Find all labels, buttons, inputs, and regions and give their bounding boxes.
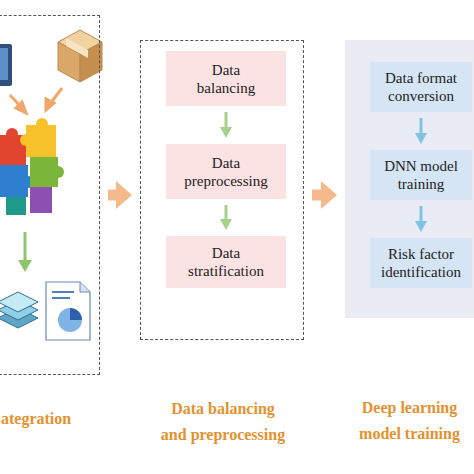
stage-caption: ategration <box>1 406 111 432</box>
process-box: Risk factor identification <box>370 238 472 288</box>
box-label: Data preprocessing <box>182 154 270 190</box>
process-box: Data format conversion <box>370 62 472 112</box>
box-label: DNN model training <box>374 157 468 193</box>
package-icon <box>58 30 102 82</box>
monitor-screen <box>0 48 8 80</box>
stage-caption: Data balancing and preprocessing <box>146 396 300 448</box>
flow-arrow <box>312 190 321 201</box>
stage-panel: Deep learning model trainingData format … <box>345 40 474 318</box>
box-label: Risk factor identification <box>374 245 468 281</box>
flow-arrow <box>108 190 116 201</box>
box-label: Data balancing <box>182 61 270 97</box>
flow-arrow <box>225 112 228 127</box>
process-box: Data stratification <box>166 236 286 288</box>
box-label: Data format conversion <box>374 69 468 105</box>
stage-caption: Deep learning model training <box>345 395 474 447</box>
report-icon <box>46 282 90 340</box>
down-arrow <box>18 232 32 272</box>
layers-icon <box>0 292 38 328</box>
process-box: Data balancing <box>166 51 286 106</box>
monitor-icon <box>0 44 12 86</box>
stage-panel: Data balancing and preprocessingData bal… <box>140 40 304 340</box>
merge-arrows <box>10 88 62 113</box>
puzzle-icon <box>0 118 64 215</box>
process-box: Data preprocessing <box>166 144 286 199</box>
process-box: DNN model training <box>370 150 472 200</box>
box-label: Data stratification <box>182 244 270 280</box>
stage-panel: ategration <box>0 15 100 375</box>
flow-arrow <box>225 205 228 219</box>
